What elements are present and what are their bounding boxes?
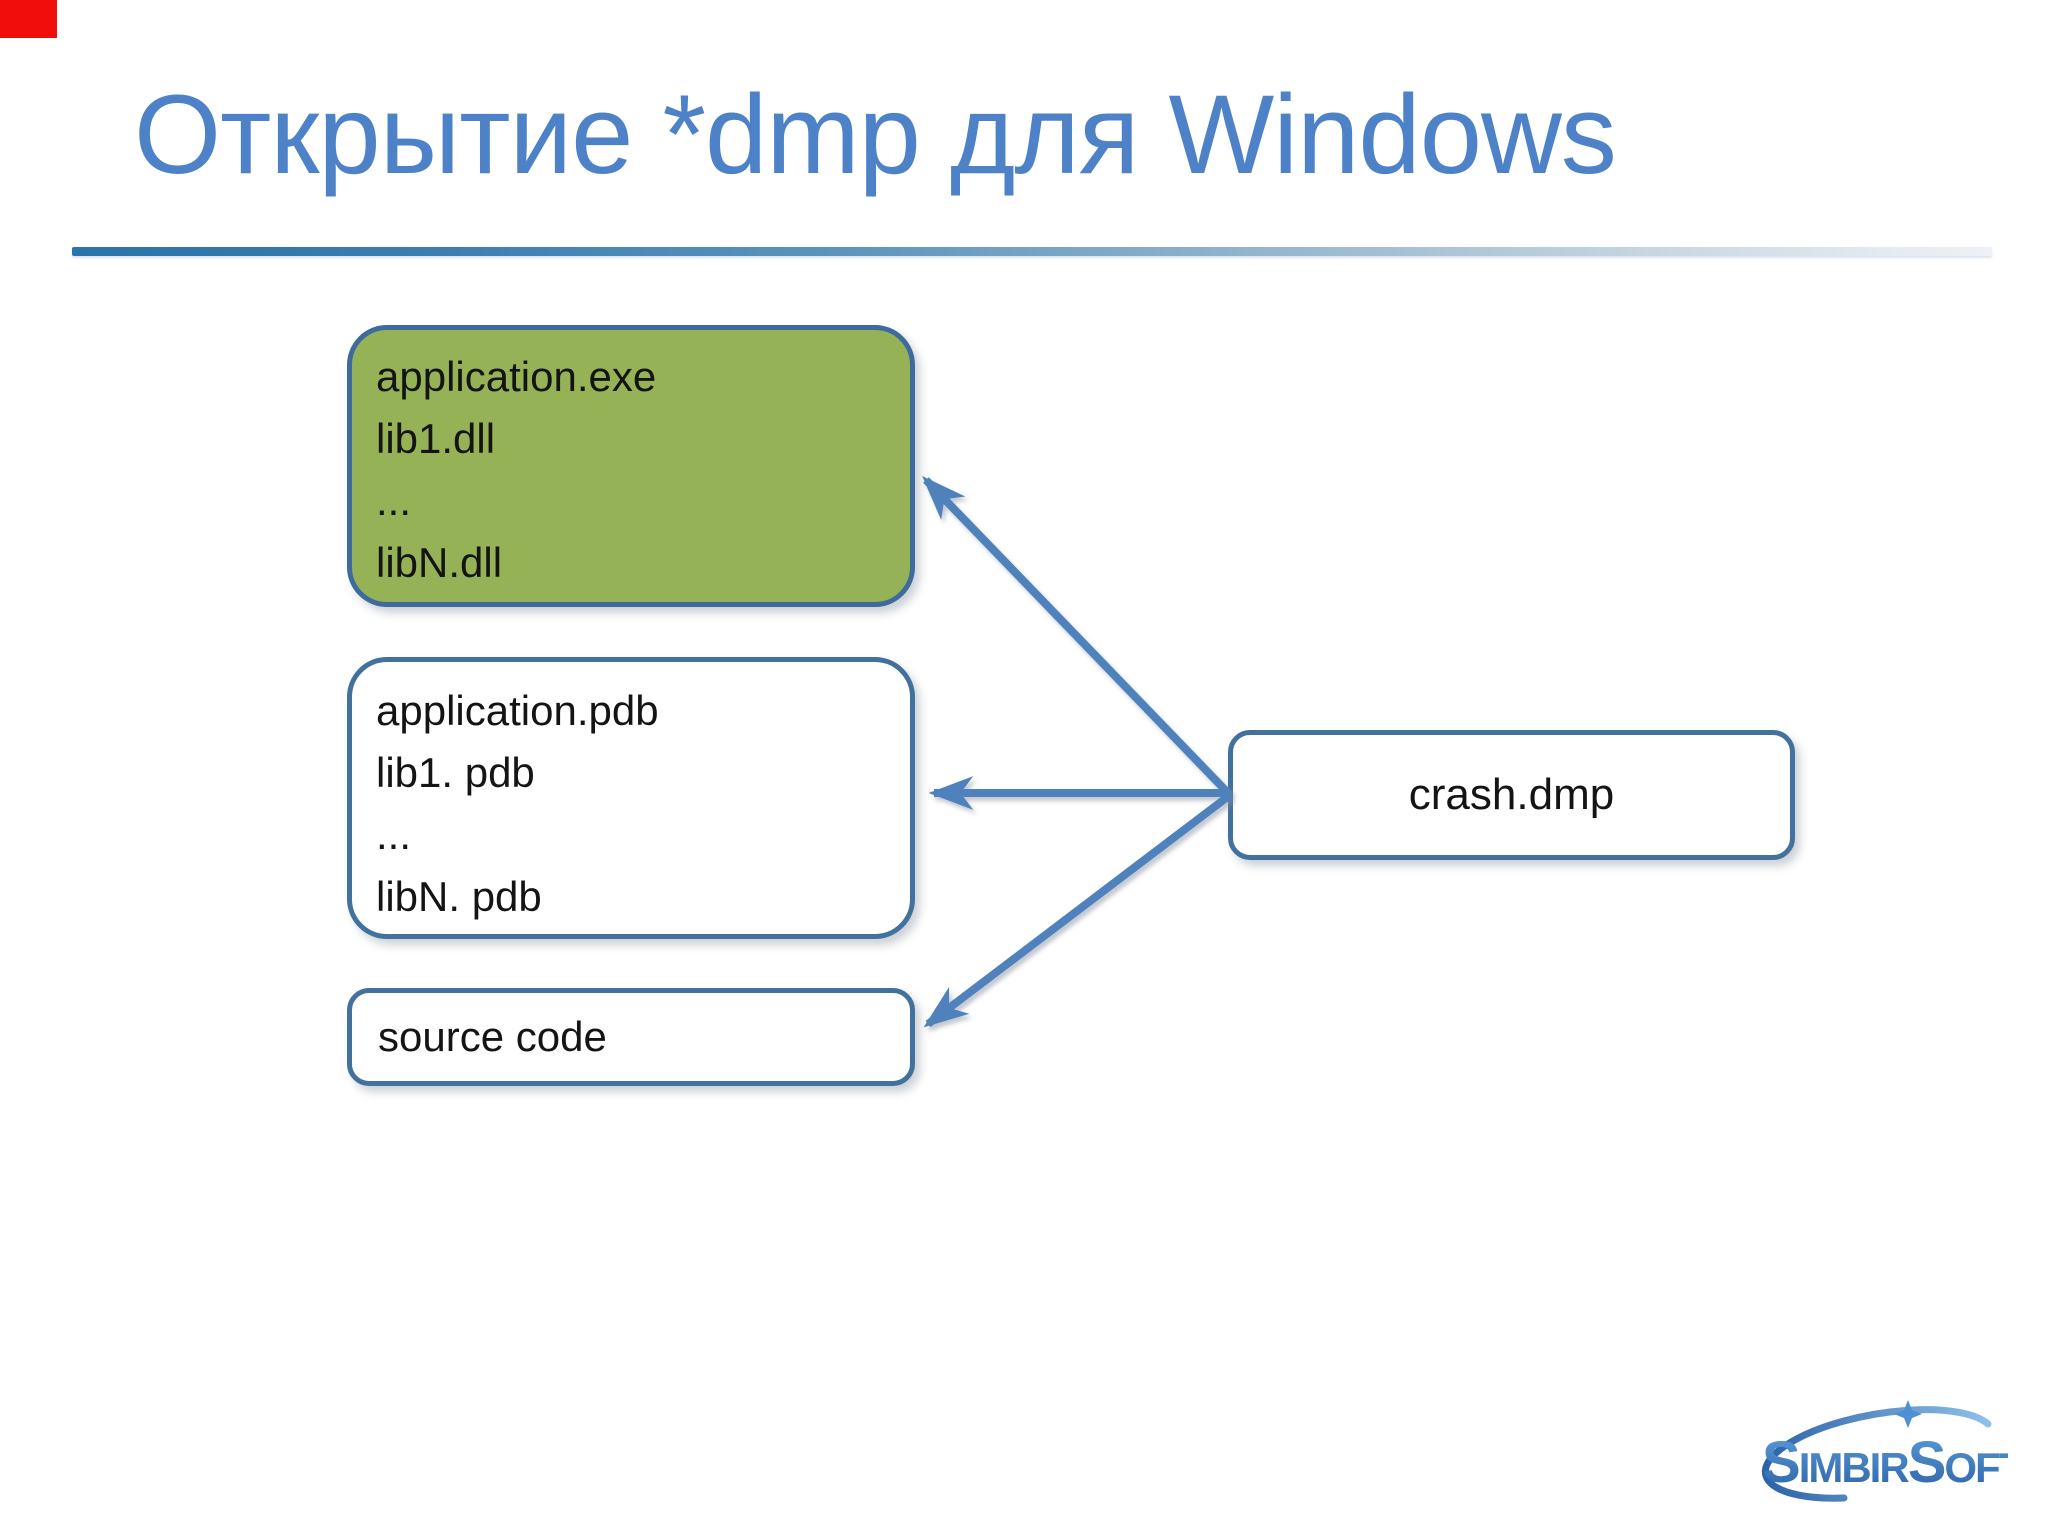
source-code-box: source code	[347, 988, 915, 1086]
modules-box-line: lib1.dll	[376, 415, 496, 462]
modules-box-line: ...	[376, 477, 412, 524]
crash-dmp-box: crash.dmp	[1228, 730, 1795, 860]
modules-box-line: application.exe	[376, 353, 657, 400]
arrow-dump-to-source	[923, 791, 1233, 1028]
crash-dmp-label: crash.dmp	[1408, 770, 1615, 819]
symbols-box-line: ...	[376, 811, 412, 858]
logo-swoosh	[1761, 1406, 1992, 1502]
logo-star-icon	[1894, 1400, 1922, 1428]
symbols-box-line: libN. pdb	[376, 873, 542, 920]
modules-box-line: libN.dll	[376, 539, 503, 586]
modules-box: application.exe lib1.dll ... libN.dll	[347, 325, 915, 607]
logo-text: SIMBIRSOFT	[1762, 1430, 2008, 1495]
simbirsoft-logo-graphic: SIMBIRSOFT	[1761, 1400, 2027, 1502]
symbols-box: application.pdb lib1. pdb ... libN. pdb	[347, 657, 915, 939]
slide-title: Открытие *dmp для Windows	[134, 72, 1617, 197]
title-underline	[72, 247, 1992, 256]
simbirsoft-logo: SIMBIRSOFT	[1742, 1398, 2027, 1510]
source-code-label: source code	[378, 1013, 607, 1060]
symbols-box-line: application.pdb	[376, 687, 659, 734]
symbols-box-line: lib1. pdb	[376, 749, 535, 796]
arrow-dump-to-modules	[922, 475, 1233, 798]
red-corner-marker	[0, 0, 57, 38]
